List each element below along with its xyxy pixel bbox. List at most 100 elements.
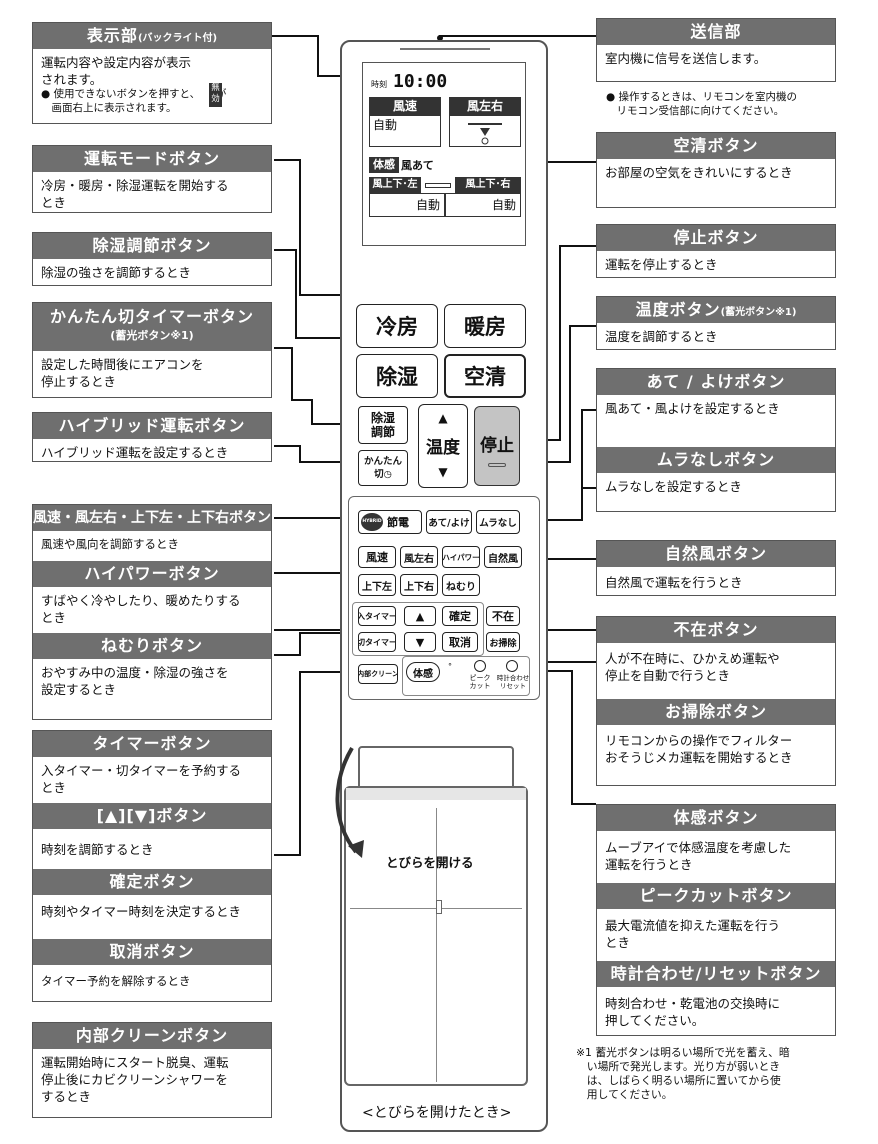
callout-hipower-body: すばやく冷やしたり、暖めたりする とき (41, 593, 241, 625)
callout-timer-body: 入タイマー・切タイマーを予約する とき (41, 763, 242, 795)
callout-absent-group: 不在ボタン 人が不在時に、ひかえめ運転や 停止を自動で行うとき お掃除ボタン リ… (596, 616, 836, 786)
door-divider-v1 (436, 808, 437, 908)
lower-button-panel (348, 496, 540, 700)
indicator-dot: ° (448, 662, 452, 671)
louver-icon (449, 115, 521, 147)
callout-absent-body: 人が不在時に、ひかえめ運転や 停止を自動で行うとき (605, 651, 780, 683)
callout-hybrid: ハイブリッド運転ボタン ハイブリッド運転を設定するとき (32, 412, 272, 462)
callout-fan-group: 風速・風左右・上下左・上下右ボタン 風速や風向を調節するとき ハイパワーボタン … (32, 504, 272, 720)
callout-cancel-title: 取消ボタン (33, 939, 271, 965)
callout-easy-timer-body: 設定した時間後にエアコンを 停止するとき (41, 357, 204, 389)
cool-button[interactable]: 冷房 (356, 304, 438, 348)
callout-taikan-title: 体感ボタン (597, 805, 835, 831)
callout-display: 表示部(バックライト付) 運転内容や設定内容が表示 されます。 ● 使用できない… (32, 22, 272, 124)
callout-temp-title: 温度ボタン(蓄光ボタン※1) (597, 297, 835, 323)
sleep-button[interactable]: ねむり (442, 574, 480, 596)
lcd-kaze-ate: 風あて (401, 159, 434, 172)
stop-indicator-icon (488, 463, 506, 467)
callout-easy-timer: かんたん切タイマーボタン (蓄光ボタン※1) 設定した時間後にエアコンを 停止す… (32, 302, 272, 398)
callout-stop-title: 停止ボタン (597, 225, 835, 251)
inner-clean-button[interactable]: 内部クリーン (358, 664, 398, 684)
callout-stop-body: 運転を停止するとき (605, 257, 718, 272)
callout-timer-title: タイマーボタン (33, 731, 271, 757)
muranashi-button[interactable]: ムラなし (476, 510, 520, 534)
callout-hipower-title: ハイパワーボタン (33, 561, 271, 587)
on-timer-button[interactable]: 入タイマー (358, 606, 396, 626)
natural-wind-button[interactable]: 自然風 (484, 546, 522, 568)
stop-button[interactable]: 停止 (474, 406, 520, 486)
confirm-button[interactable]: 確定 (442, 606, 478, 626)
callout-inner-clean-title: 内部クリーンボタン (33, 1023, 271, 1049)
setsuden-label: 節電 (387, 516, 409, 529)
callout-ate-group: あて / よけボタン 風あて・風よけを設定するとき ムラなしボタン ムラなしを設… (596, 368, 836, 512)
callout-taikan-group: 体感ボタン ムーブアイで体感温度を考慮した 運転を行うとき ピークカットボタン … (596, 804, 836, 1036)
lcd-auto: 自動 (369, 115, 441, 147)
callout-natural-body: 自然風で運転を行うとき (605, 575, 743, 590)
hybrid-setsuden-button[interactable]: HYBRID 節電 (358, 510, 422, 534)
air-clean-button[interactable]: 空清 (444, 354, 526, 398)
callout-natural-title: 自然風ボタン (597, 541, 835, 567)
peak-cut-button[interactable] (474, 660, 486, 672)
callout-mode-body: 冷房・暖房・除湿運転を開始する とき (41, 178, 229, 210)
heat-button[interactable]: 暖房 (444, 304, 526, 348)
callout-cancel-body: タイマー予約を解除するとき (41, 974, 191, 988)
lcd-auto-left: 自動 (369, 193, 445, 217)
transmitter-window (400, 44, 490, 50)
updown-left-button[interactable]: 上下左 (358, 574, 396, 596)
updown-right-button[interactable]: 上下右 (400, 574, 438, 596)
lcd-fan-lr: 風左右 (449, 97, 521, 115)
callout-confirm-body: 時刻やタイマー時刻を決定するとき (41, 904, 242, 919)
ate-yoke-button[interactable]: あて/よけ (426, 510, 472, 534)
door-latch (436, 900, 442, 914)
callout-air-clean-body: お部屋の空気をきれいにするとき (605, 165, 793, 180)
absent-button[interactable]: 不在 (486, 606, 520, 626)
open-direction-arrow-icon (335, 746, 364, 858)
clock-reset-label: 時計合わせ リセット (496, 674, 530, 690)
callout-display-title-suffix: (バックライト付) (137, 33, 218, 44)
lcd-fan-ud-left: 風上下･左 (369, 177, 421, 193)
lcd-display: 時刻 10:00 風速 風左右 自動 体感 風あて 風上下･左 風上下･右 自動… (362, 62, 526, 246)
door-top-strip (346, 788, 526, 800)
door-open-label: とびらを開ける (386, 855, 474, 870)
callout-muranashi-title: ムラなしボタン (597, 447, 835, 473)
callout-inner-clean: 内部クリーンボタン 運転開始時にスタート脱臭、運転 停止後にカビクリーンシャワー… (32, 1022, 272, 1118)
fan-lr-button[interactable]: 風左右 (400, 546, 438, 568)
callout-cleaning-title: お掃除ボタン (597, 699, 835, 725)
cleaning-button[interactable]: お掃除 (486, 632, 520, 652)
callout-natural: 自然風ボタン 自然風で運転を行うとき (596, 540, 836, 596)
lcd-fan-speed: 風速 (369, 97, 441, 115)
peak-cut-label: ピーク カット (469, 674, 491, 690)
callout-clock-reset-body: 時刻合わせ・乾電池の交換時に 押してください。 (605, 996, 781, 1028)
clock-time: 10:00 (393, 71, 448, 92)
footnote-luminous: ※1 蓄光ボタンは明るい場所で光を蓄え、暗 い場所で発光します。光り方が弱いとき… (576, 1046, 790, 1101)
lcd-fan-ud-right: 風上下･右 (455, 177, 521, 193)
easy-off-timer-button[interactable]: かんたん 切◷ (358, 450, 408, 486)
lcd-taikan: 体感 (369, 157, 399, 173)
clock-reset-button[interactable] (506, 660, 518, 672)
callout-confirm-title: 確定ボタン (33, 869, 271, 895)
up-arrow-button[interactable]: ▲ (404, 606, 436, 626)
off-timer-button[interactable]: 切タイマー (358, 632, 396, 652)
fan-speed-button[interactable]: 風速 (358, 546, 396, 568)
callout-air-clean-title: 空清ボタン (597, 133, 835, 159)
dehum-adjust-button[interactable]: 除湿 調節 (358, 406, 408, 444)
louver-bar-icon (425, 183, 451, 188)
taikan-button[interactable]: 体感 (406, 662, 440, 682)
callout-absent-title: 不在ボタン (597, 617, 835, 643)
hybrid-icon: HYBRID (361, 513, 383, 531)
callout-dehum: 除湿調節ボタン 除湿の強さを調節するとき (32, 232, 272, 286)
callout-cleaning-body: リモコンからの操作でフィルター おそうじメカ運転を開始するとき (605, 733, 793, 765)
callout-easy-timer-title-sub: (蓄光ボタン※1) (110, 329, 194, 342)
hipower-button[interactable]: ハイパワー (442, 546, 480, 568)
callout-muranashi-body: ムラなしを設定するとき (605, 479, 742, 494)
temp-up-icon: ▲ (438, 411, 448, 425)
callout-temp-title-main: 温度ボタン (635, 300, 721, 319)
callout-temp-title-suffix: (蓄光ボタン※1) (720, 307, 797, 318)
cancel-button[interactable]: 取消 (442, 632, 478, 652)
callout-display-note: ● 使用できないボタンを押すと、 が 画面右上に表示されます。 (41, 88, 226, 114)
down-arrow-button[interactable]: ▼ (404, 632, 436, 652)
callout-transmit-body: 室内機に信号を送信します。 (605, 51, 767, 66)
callout-dehum-title: 除湿調節ボタン (33, 233, 271, 259)
dehum-button[interactable]: 除湿 (356, 354, 438, 398)
temperature-button[interactable]: ▲ 温度 ▼ (418, 404, 468, 488)
